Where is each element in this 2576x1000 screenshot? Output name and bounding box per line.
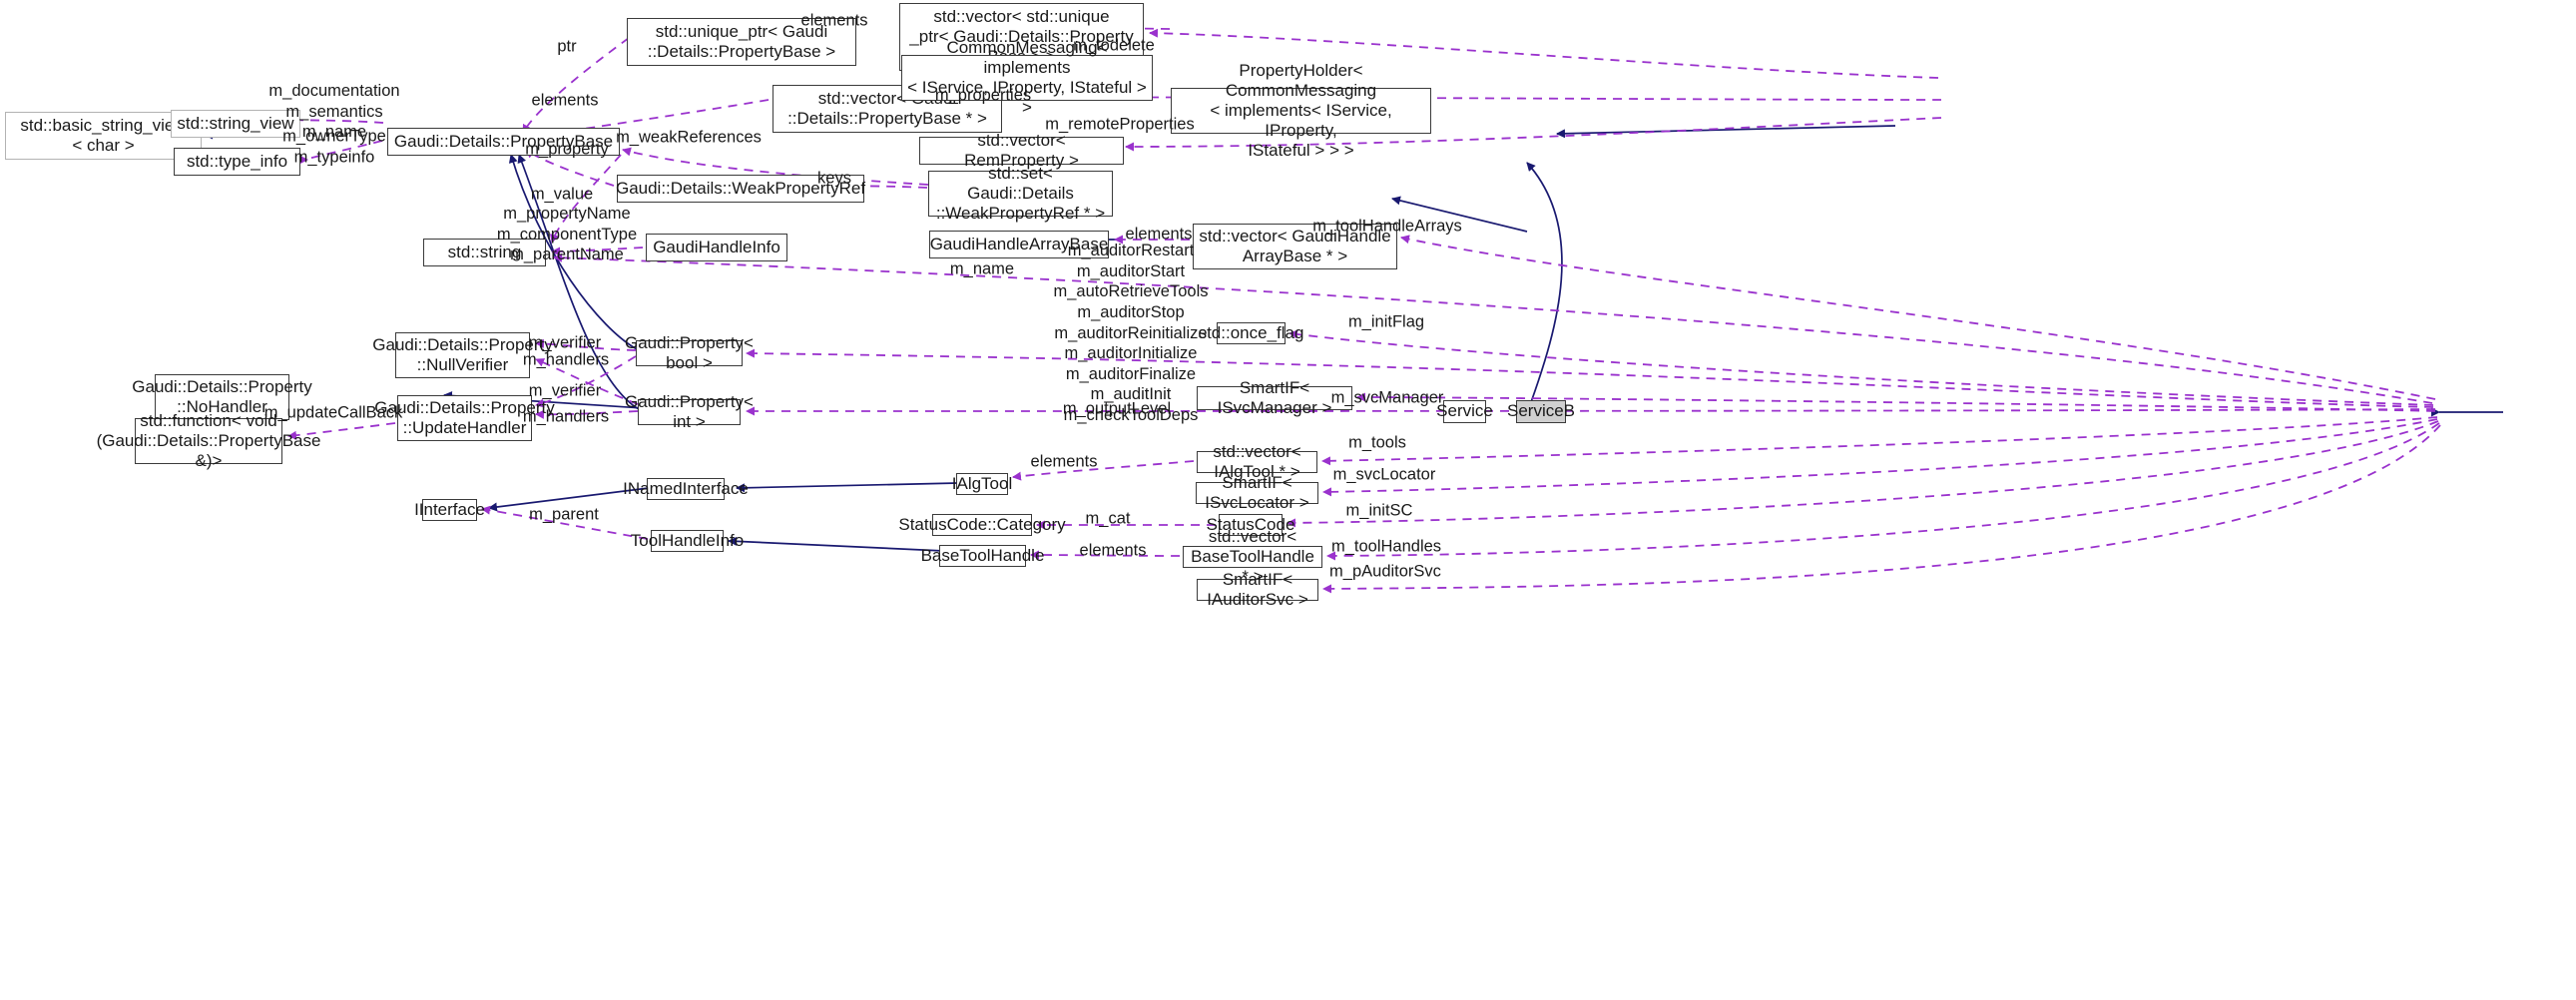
class-node-unique_ptr_property_base[interactable]: std::unique_ptr< Gaudi ::Details::Proper… [627, 18, 856, 66]
edge-label-lbl-m-name: m_name [949, 259, 1015, 278]
edge-label-lbl-m-weakreferences: m_weakReferences [616, 128, 762, 147]
class-node-inamedinterface[interactable]: INamedInterface [623, 478, 749, 500]
edge-label-lbl-ptr: ptr [557, 37, 577, 56]
class-node-once_flag[interactable]: std::once_flag [1199, 322, 1303, 344]
edge-label-lbl-m-outputlevel: m_outputLevel [1062, 399, 1172, 418]
class-node-statuscode_category[interactable]: StatusCode::Category [898, 514, 1066, 536]
edge-label-lbl-service-props: m_auditorRestart m_auditorStart m_autoRe… [1053, 242, 1209, 425]
class-node-property_holder[interactable]: PropertyHolder< CommonMessaging < implem… [1171, 61, 1431, 160]
class-node-iinterface[interactable]: IInterface [414, 499, 485, 521]
edge-label-lbl-elements-5: elements [1079, 541, 1147, 560]
class-node-statuscode[interactable]: StatusCode [1207, 514, 1294, 536]
class-node-vector_gaudi_handle_array[interactable]: std::vector< GaudiHandle ArrayBase * > [1193, 224, 1397, 269]
class-node-basic_string_view[interactable]: std::basic_string_view < char > [5, 112, 202, 160]
class-node-update_handler[interactable]: Gaudi::Details::Property ::UpdateHandler [374, 395, 555, 441]
class-node-property_base[interactable]: Gaudi::Details::PropertyBase [387, 128, 620, 156]
class-node-gaudi_handle_info[interactable]: GaudiHandleInfo [646, 234, 787, 261]
class-node-smartif_isvcmanager[interactable]: SmartIF< ISvcManager > [1197, 378, 1352, 417]
class-node-smartif_isvclocator[interactable]: SmartIF< ISvcLocator > [1196, 473, 1318, 512]
edge-label-lbl-m-toolhandles: m_toolHandles [1330, 537, 1442, 556]
class-node-vector_rem_property[interactable]: std::vector< RemProperty > [919, 131, 1124, 170]
edge-label-lbl-m-cat: m_cat [1085, 509, 1131, 528]
class-node-weak_property_ref[interactable]: Gaudi::Details::WeakPropertyRef [616, 175, 865, 203]
edge-label-lbl-m-svclocator: m_svcLocator [1332, 465, 1436, 484]
class-node-property_int[interactable]: Gaudi::Property< int > [625, 391, 754, 431]
class-node-property_bool[interactable]: Gaudi::Property< bool > [625, 332, 754, 372]
edge-label-lbl-elements-2: elements [531, 91, 599, 110]
edge-label-lbl-m-tools: m_tools [1348, 433, 1406, 452]
class-node-null_verifier[interactable]: Gaudi::Details::Property ::NullVerifier [372, 332, 553, 378]
class-node-common_messaging[interactable]: CommonMessaging< implements < IService, … [901, 38, 1153, 117]
class-node-service[interactable]: Service [1436, 400, 1493, 423]
edge-label-lbl-m-initsc: m_initSC [1345, 501, 1413, 520]
class-node-basetoolhandle[interactable]: BaseToolHandle [921, 545, 1044, 567]
edge-label-lbl-m-value: m_value [530, 185, 594, 204]
class-node-vector_property_base_ptr[interactable]: std::vector< Gaudi ::Details::PropertyBa… [773, 85, 1002, 133]
edge-label-lbl-elements-3: elements [1125, 225, 1193, 244]
edge-label-lbl-elements-4: elements [1030, 452, 1098, 471]
edge-label-lbl-m-parent: m_parent [529, 505, 599, 524]
class-node-ialgtool[interactable]: IAlgTool [952, 473, 1012, 495]
class-node-serviceb[interactable]: ServiceB [1507, 400, 1575, 423]
edge-label-lbl-m-pauditorsvc: m_pAuditorSvc [1329, 562, 1441, 581]
class-node-gaudi_handle_array_base[interactable]: GaudiHandleArrayBase [929, 231, 1109, 258]
class-node-toolhandleinfo[interactable]: ToolHandleInfo [631, 530, 744, 552]
class-node-string[interactable]: std::string [423, 239, 546, 266]
class-node-vector_basetoolhandle[interactable]: std::vector< BaseToolHandle * > [1183, 527, 1322, 586]
edge-label-lbl-m-initflag: m_initFlag [1347, 312, 1425, 331]
class-node-std_function[interactable]: std::function< void (Gaudi::Details::Pro… [96, 410, 321, 471]
class-node-type_info[interactable]: std::type_info [174, 148, 300, 176]
class-node-smartif_iauditorsvc[interactable]: SmartIF< IAuditorSvc > [1197, 570, 1318, 609]
class-node-vector_ialgtool[interactable]: std::vector< IAlgTool * > [1197, 442, 1317, 481]
class-node-set_weak_property_ref[interactable]: std::set< Gaudi::Details ::WeakPropertyR… [928, 164, 1113, 223]
class-node-string_view[interactable]: std::string_view [171, 110, 300, 138]
